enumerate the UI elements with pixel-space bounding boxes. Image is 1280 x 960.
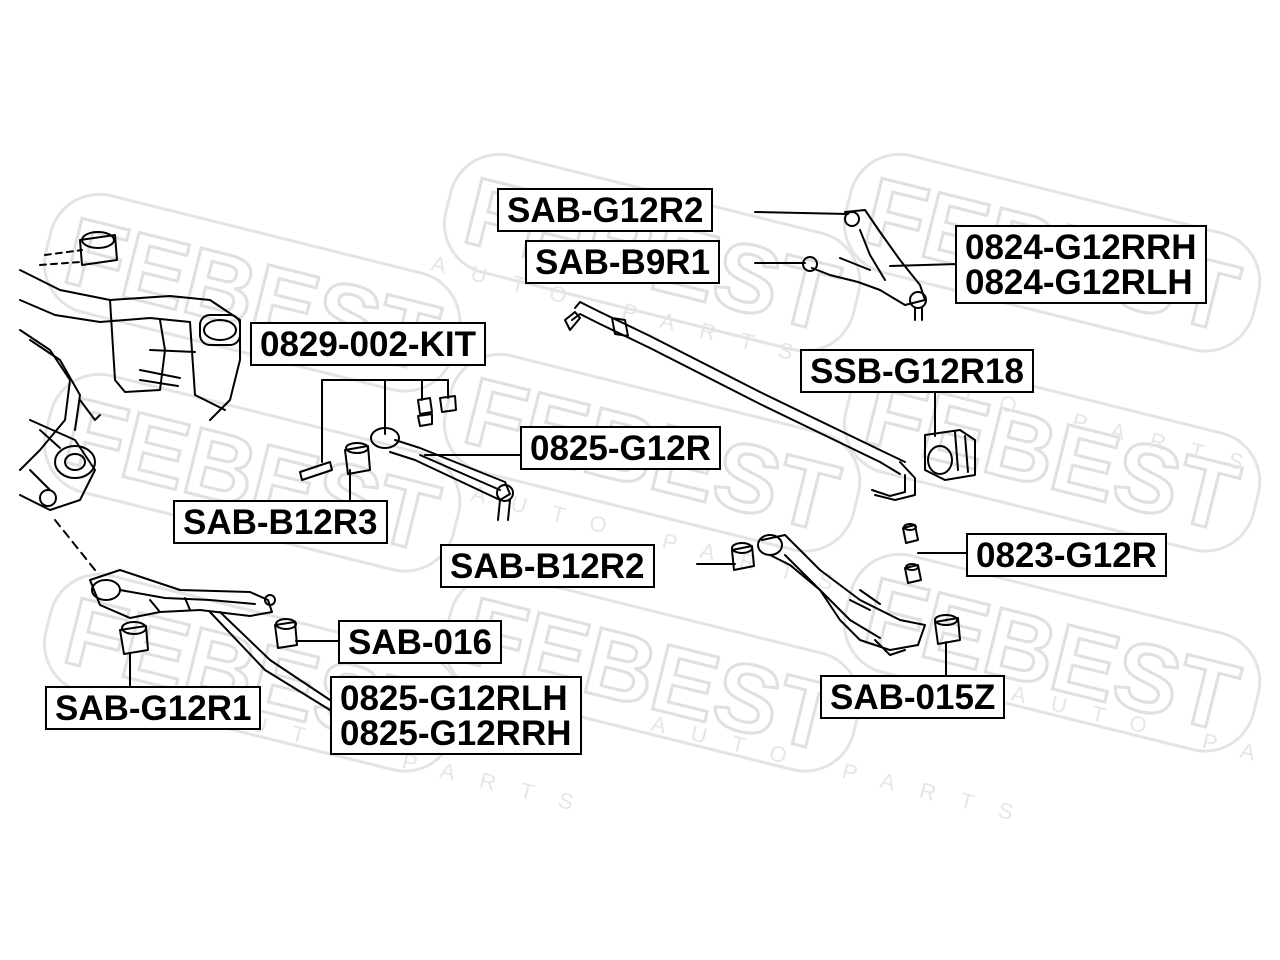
watermark-logo-1: FEBEST (42, 192, 462, 394)
part-label-ssb-g12r18[interactable]: SSB-G12R18 (800, 349, 1034, 393)
part-label-text-rlh: 0825-G12RLH (340, 679, 568, 718)
part-label-text: SAB-G12R2 (507, 191, 704, 230)
part-label-text: SAB-015Z (830, 678, 996, 717)
part-label-sab-015z[interactable]: SAB-015Z (820, 675, 1006, 719)
part-label-text: SAB-B12R3 (183, 503, 378, 542)
part-label-sab-b9r1[interactable]: SAB-B9R1 (525, 240, 721, 284)
part-label-0823-g12r[interactable]: 0823-G12R (966, 533, 1167, 577)
part-label-sab-g12r1[interactable]: SAB-G12R1 (45, 686, 262, 730)
part-label-text-rrh: 0824-G12RRH (965, 228, 1197, 267)
lower-control-arm-drawing (731, 534, 961, 656)
part-label-sab-016[interactable]: SAB-016 (338, 620, 502, 664)
leader-lines (129, 211, 967, 711)
watermark-tagline-text: AUTO PARTS (649, 711, 1041, 832)
rear-subframe-drawing (19, 231, 241, 571)
rear-lower-arm-drawing (89, 569, 298, 655)
part-label-0825-g12rlh-rrh[interactable]: 0825-G12RLH 0825-G12RRH (330, 676, 582, 755)
part-label-text: 0825-G12R (530, 429, 711, 468)
part-label-sab-b12r3[interactable]: SAB-B12R3 (173, 500, 388, 544)
part-label-text: 0823-G12R (976, 536, 1157, 575)
part-label-0829-002-kit[interactable]: 0829-002-KIT (250, 322, 486, 366)
part-label-sab-b12r2[interactable]: SAB-B12R2 (440, 544, 655, 588)
stabilizer-bushing-drawing (924, 429, 976, 481)
stabilizer-link-drawing (902, 523, 922, 584)
part-label-text: SSB-G12R18 (810, 352, 1024, 391)
watermark-logo-4: FEBEST (42, 372, 462, 574)
part-label-text: SAB-B9R1 (535, 243, 711, 282)
rear-lateral-link-drawing (299, 395, 514, 521)
part-label-text: SAB-G12R1 (55, 689, 252, 728)
part-label-0825-g12r[interactable]: 0825-G12R (520, 426, 721, 470)
part-label-text: SAB-B12R2 (450, 547, 645, 586)
part-label-text: 0829-002-KIT (260, 325, 476, 364)
stabilizer-bar-drawing (564, 301, 916, 501)
part-label-sab-g12r2[interactable]: SAB-G12R2 (497, 188, 714, 232)
part-label-text-rlh: 0824-G12RLH (965, 263, 1193, 302)
part-label-text-rrh: 0825-G12RRH (340, 714, 572, 753)
part-label-text: SAB-016 (348, 623, 492, 662)
part-label-0824-g12r[interactable]: 0824-G12RRH 0824-G12RLH (955, 225, 1207, 304)
